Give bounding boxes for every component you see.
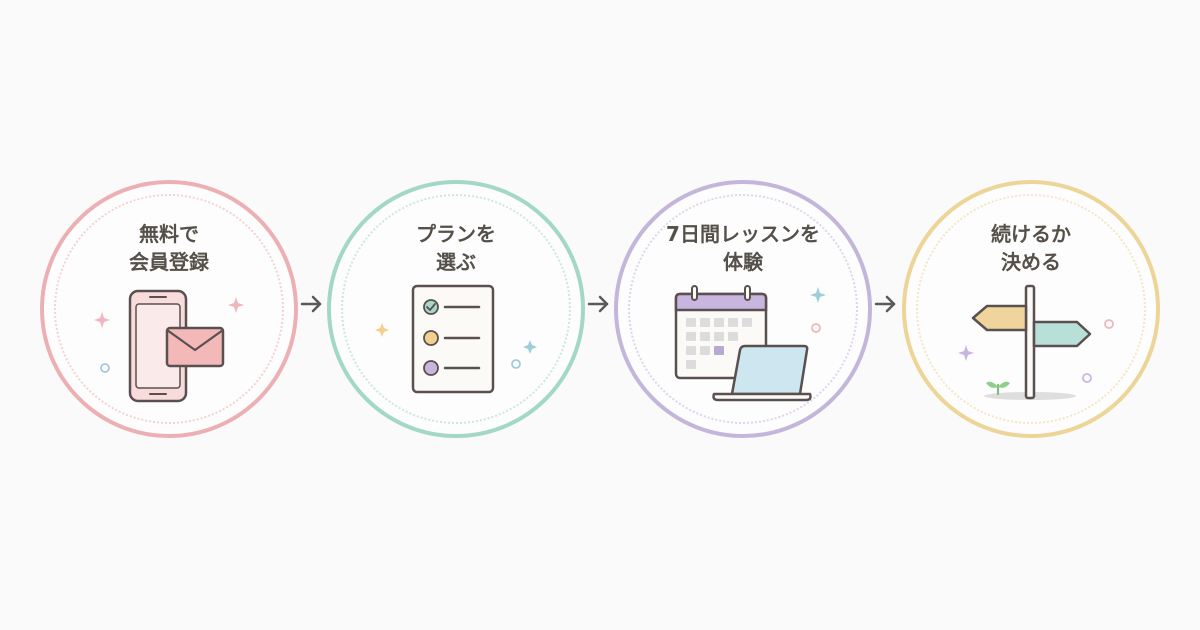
step-label-line1: プランを (416, 222, 496, 246)
checklist-icon (375, 284, 537, 394)
step-3-trial-lessons: 7日間レッスンを 体験 (614, 180, 872, 438)
step-circle-dotted (341, 194, 571, 424)
smartphone-mail-icon (94, 289, 244, 403)
step-label-line1: 7日間レッスンを (666, 222, 820, 246)
step-circle-dotted (54, 194, 284, 424)
step-label-line1: 続けるか (991, 222, 1071, 246)
step-2-choose-plan: プランを 選ぶ (327, 180, 585, 438)
step-label-line2: 体験 (723, 250, 763, 274)
step-label: 7日間レッスンを 体験 (634, 220, 852, 276)
signpost-icon (958, 284, 1114, 400)
step-circle-dotted (628, 194, 858, 424)
step-label-line2: 決める (1001, 250, 1061, 274)
step-4-decide-to-continue: 続けるか 決める (902, 180, 1160, 438)
step-label-line2: 選ぶ (436, 250, 476, 274)
arrow-right-icon (587, 295, 609, 313)
step-circle-dotted (916, 194, 1146, 424)
step-1-register: 無料で 会員登録 (40, 180, 298, 438)
step-label-line1: 無料で (139, 222, 199, 246)
step-label: プランを 選ぶ (347, 220, 565, 276)
step-label: 無料で 会員登録 (60, 220, 278, 276)
step-label-line2: 会員登録 (129, 250, 209, 274)
step-label: 続けるか 決める (922, 220, 1140, 276)
arrow-right-icon (874, 295, 896, 313)
arrow-right-icon (300, 295, 322, 313)
calendar-laptop-icon (674, 285, 826, 402)
